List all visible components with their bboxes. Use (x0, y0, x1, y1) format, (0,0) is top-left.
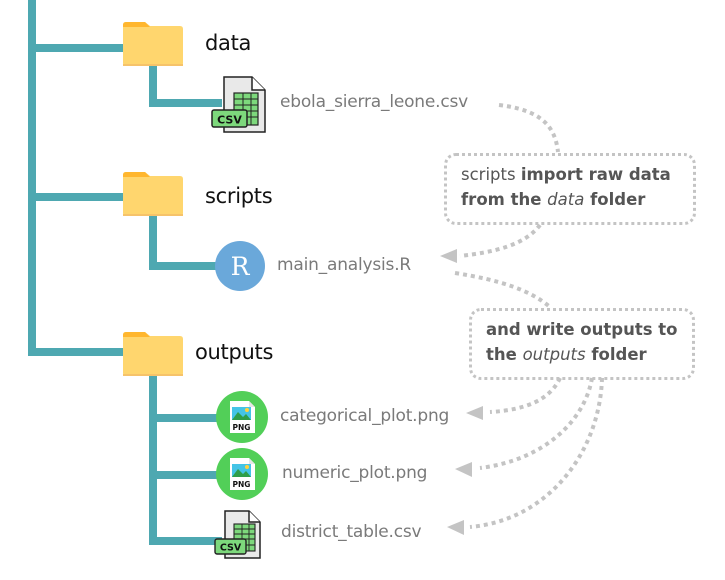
file-label-categorical-plot[interactable]: categorical_plot.png (280, 406, 450, 426)
branch-data-file (149, 64, 222, 107)
arrowhead-main-analysis (440, 249, 457, 263)
file-label-main-analysis[interactable]: main_analysis.R (277, 255, 412, 275)
folder-icon[interactable] (123, 22, 183, 66)
png-badge: PNG (233, 423, 251, 432)
file-label-district-table[interactable]: district_table.csv (281, 522, 422, 542)
file-label-numeric-plot[interactable]: numeric_plot.png (282, 463, 428, 483)
callout-import-bold2: from the (461, 190, 548, 209)
arrow-main-analysis-to-callout (454, 271, 552, 309)
callout-write-bold3: folder (585, 345, 647, 364)
arrow-callout-to-categorical (489, 377, 562, 414)
arrow-callout-to-numeric (479, 377, 594, 470)
callout-write-outputs: and write outputs to the outputs folder (469, 308, 695, 380)
csv-badge: CSV (217, 114, 242, 127)
callout-import-raw-data: scripts import raw data from the data fo… (444, 153, 696, 225)
csv-file-icon[interactable]: CSV (210, 76, 268, 134)
r-icon[interactable]: R (215, 241, 265, 291)
arrow-ebola-to-callout (498, 103, 560, 153)
png-image-icon[interactable]: PNG (216, 448, 268, 500)
png-image-icon[interactable]: PNG (216, 391, 268, 443)
csv-badge: CSV (220, 543, 242, 554)
arrow-callout-to-district (469, 377, 604, 529)
folder-icon[interactable] (123, 332, 183, 376)
arrowhead-numeric (455, 462, 472, 477)
r-glyph: R (231, 252, 251, 281)
folder-label-outputs[interactable]: outputs (195, 340, 274, 364)
folder-label-data[interactable]: data (205, 31, 252, 55)
png-badge: PNG (233, 480, 251, 489)
callout-write-bold2: the (486, 345, 523, 364)
branch-scripts-file (149, 212, 218, 270)
callout-import-plain: scripts (461, 165, 521, 184)
arrow-callout-to-main-analysis (459, 223, 542, 258)
callout-import-bold: import raw data (520, 165, 671, 184)
callout-import-italic: data (547, 190, 585, 209)
callout-write-italic: outputs (522, 345, 586, 364)
callout-import-bold3: folder (584, 190, 646, 209)
folder-icon[interactable] (123, 172, 183, 216)
file-label-ebola-csv[interactable]: ebola_sierra_leone.csv (280, 92, 469, 112)
arrowhead-district (447, 520, 464, 535)
arrowhead-categorical (466, 406, 483, 420)
callout-write-bold: and write outputs to (486, 320, 678, 339)
csv-file-icon[interactable]: CSV (214, 510, 266, 560)
folder-label-scripts[interactable]: scripts (205, 184, 273, 208)
